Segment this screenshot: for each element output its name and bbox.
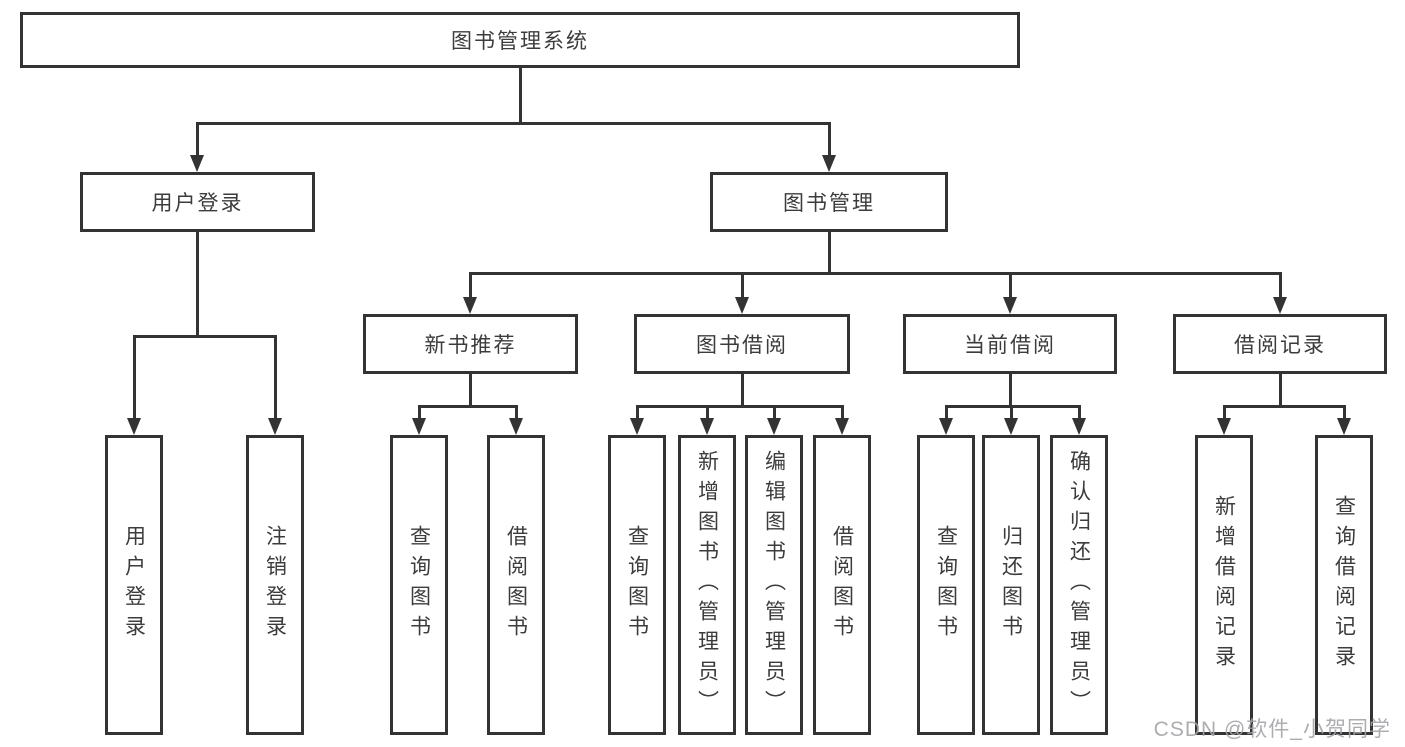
arrowhead-icon (190, 155, 204, 172)
leaf-edit-book-admin: 编辑图书（管理员） (745, 435, 803, 735)
connector-line (195, 122, 199, 157)
node-label: 查询图书 (625, 525, 649, 645)
arrowhead-icon (835, 418, 849, 435)
connector-line (273, 335, 277, 420)
node-label: 查询图书 (407, 525, 431, 645)
node-label: 用户登录 (151, 192, 244, 215)
connector-line (132, 335, 277, 338)
arrowhead-icon (412, 418, 426, 435)
node-label: 借阅记录 (1234, 334, 1326, 357)
arrowhead-icon (1003, 297, 1017, 314)
arrowhead-icon (822, 155, 836, 172)
arrowhead-icon (1337, 418, 1351, 435)
connector-line (1008, 272, 1012, 299)
connector-line (417, 405, 421, 420)
node-book-management: 图书管理 (710, 172, 948, 232)
node-label: 当前借阅 (964, 334, 1056, 357)
leaf-add-book-admin: 新增图书（管理员） (678, 435, 736, 735)
connector-line (518, 68, 522, 122)
connector-line (514, 405, 518, 420)
connector-line (635, 405, 844, 408)
connector-line (468, 272, 472, 299)
connector-line (944, 405, 1081, 408)
node-label: 编辑图书（管理员） (762, 450, 786, 720)
node-label: 确认归还（管理员） (1067, 450, 1091, 720)
connector-line (635, 405, 639, 420)
node-current-borrow: 当前借阅 (903, 314, 1117, 374)
node-label: 归还图书 (999, 525, 1023, 645)
node-label: 新书推荐 (424, 334, 517, 357)
arrowhead-icon (630, 418, 644, 435)
connector-line (944, 405, 948, 420)
leaf-confirm-return-admin: 确认归还（管理员） (1050, 435, 1108, 735)
arrowhead-icon (1217, 418, 1231, 435)
connector-line (1342, 405, 1346, 420)
connector-line (468, 374, 472, 405)
node-label: 查询图书 (934, 525, 958, 645)
arrowhead-icon (1273, 297, 1287, 314)
connector-line (417, 405, 518, 408)
arrowhead-icon (463, 297, 477, 314)
arrowhead-icon (700, 418, 714, 435)
connector-line (1222, 405, 1346, 408)
leaf-query-borrow-record: 查询借阅记录 (1315, 435, 1373, 735)
arrowhead-icon (735, 297, 749, 314)
leaf-return-books: 归还图书 (982, 435, 1040, 735)
leaf-borrow-books-recommend: 借阅图书 (487, 435, 545, 735)
connector-line (468, 272, 1282, 275)
connector-line (195, 122, 831, 125)
connector-line (1278, 374, 1282, 405)
connector-line (1008, 374, 1012, 405)
connector-line (827, 232, 831, 272)
node-label: 新增借阅记录 (1212, 495, 1236, 675)
node-label: 新增图书（管理员） (695, 450, 719, 720)
leaf-add-borrow-record: 新增借阅记录 (1195, 435, 1253, 735)
node-label: 图书管理系统 (451, 30, 589, 53)
node-label: 借阅图书 (504, 525, 528, 645)
node-label: 注销登录 (263, 525, 287, 645)
connector-line (772, 405, 776, 420)
connector-line (132, 335, 136, 420)
arrowhead-icon (1072, 418, 1086, 435)
leaf-logout: 注销登录 (246, 435, 304, 735)
connector-line (705, 405, 709, 420)
node-book-borrow: 图书借阅 (634, 314, 850, 374)
node-label: 图书借阅 (696, 334, 788, 357)
node-label: 借阅图书 (830, 525, 854, 645)
leaf-query-books-recommend: 查询图书 (390, 435, 448, 735)
leaf-query-books-borrow: 查询图书 (608, 435, 666, 735)
node-library-system: 图书管理系统 (20, 12, 1020, 68)
leaf-user-login: 用户登录 (105, 435, 163, 735)
arrowhead-icon (509, 418, 523, 435)
connector-line (740, 374, 744, 405)
arrowhead-icon (939, 418, 953, 435)
connector-line (1009, 405, 1013, 420)
leaf-query-books-current: 查询图书 (917, 435, 975, 735)
connector-line (1278, 272, 1282, 299)
node-label: 图书管理 (783, 192, 875, 215)
connector-line (1222, 405, 1226, 420)
node-new-book-recommend: 新书推荐 (363, 314, 578, 374)
node-label: 用户登录 (122, 525, 146, 645)
connector-line (1077, 405, 1081, 420)
arrowhead-icon (1004, 418, 1018, 435)
arrowhead-icon (767, 418, 781, 435)
node-borrow-records: 借阅记录 (1173, 314, 1387, 374)
arrowhead-icon (127, 418, 141, 435)
connector-line (827, 122, 831, 157)
leaf-borrow-books: 借阅图书 (813, 435, 871, 735)
node-user-login: 用户登录 (80, 172, 315, 232)
arrowhead-icon (268, 418, 282, 435)
connector-line (195, 232, 199, 335)
connector-line (740, 272, 744, 299)
node-label: 查询借阅记录 (1332, 495, 1356, 675)
csdn-watermark: CSDN @软件_小贺同学 (1153, 718, 1391, 741)
connector-line (840, 405, 844, 420)
